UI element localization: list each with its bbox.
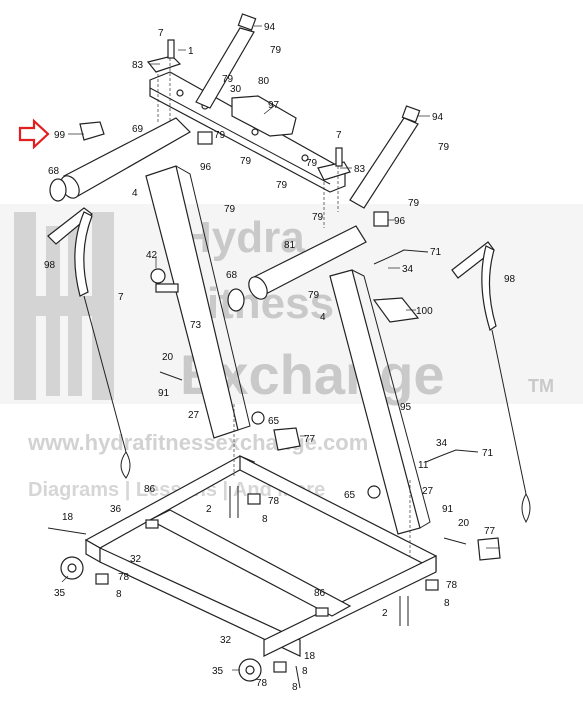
end-cap-68-right xyxy=(227,288,245,312)
watermark-tm: TM xyxy=(528,376,554,396)
callout-label: 77 xyxy=(304,434,316,445)
callout-label: 11 xyxy=(418,460,429,471)
callout-label: 79 xyxy=(276,180,288,191)
callout-labels: 94 79 7 1 83 79 80 30 97 99 69 79 96 79 … xyxy=(44,22,516,693)
callout-label: 32 xyxy=(220,635,232,646)
callout-label: 78 xyxy=(118,572,130,583)
callout-label: 35 xyxy=(212,666,224,677)
callout-label: 94 xyxy=(432,112,444,123)
callout-label: 78 xyxy=(256,678,268,689)
callout-label: 7 xyxy=(158,28,164,39)
callout-label: 8 xyxy=(302,666,308,677)
callout-label: 79 xyxy=(308,290,320,301)
callout-label: 8 xyxy=(262,514,268,525)
right-handle-98 xyxy=(451,241,531,524)
callout-label: 65 xyxy=(344,490,356,501)
callout-label: 78 xyxy=(268,496,280,507)
callout-label: 83 xyxy=(132,60,144,71)
base-frame xyxy=(84,455,437,657)
callout-label: 4 xyxy=(320,312,326,323)
watermark: Hydra Fitness Exchange TM www.hydrafitne… xyxy=(0,204,583,501)
leader-lines xyxy=(61,25,500,671)
callout-label: 78 xyxy=(446,580,458,591)
callout-label: 98 xyxy=(44,260,56,271)
callout-label: 2 xyxy=(206,504,212,515)
callout-label: 100 xyxy=(416,306,433,317)
watermark-url: www.hydrafitnessexchange.com xyxy=(27,430,368,455)
callout-label: 99 xyxy=(54,130,66,141)
callout-label: 32 xyxy=(130,554,142,565)
callout-label: 95 xyxy=(400,402,412,413)
watermark-line1: Hydra xyxy=(180,213,305,262)
callout-label: 27 xyxy=(188,410,200,421)
callout-label: 1 xyxy=(188,46,194,57)
callout-label: 79 xyxy=(240,156,252,167)
callout-label: 35 xyxy=(54,588,66,599)
callout-label: 96 xyxy=(394,216,406,227)
callout-label: 69 xyxy=(132,124,144,135)
callout-label: 81 xyxy=(284,240,296,251)
callout-label: 20 xyxy=(458,518,470,529)
right-arm-cap xyxy=(401,105,421,123)
callout-label: 96 xyxy=(200,162,212,173)
callout-label: 34 xyxy=(402,264,414,275)
callout-label: 34 xyxy=(436,438,448,449)
callout-label: 79 xyxy=(214,130,226,141)
callout-label: 30 xyxy=(230,84,242,95)
left-arm-cap xyxy=(237,13,257,31)
callout-label: 18 xyxy=(62,512,74,523)
callout-label: 68 xyxy=(48,166,60,177)
callout-label: 91 xyxy=(158,388,170,399)
left-handle-98 xyxy=(47,207,131,479)
callout-label: 27 xyxy=(422,486,434,497)
callout-label: 18 xyxy=(304,651,316,662)
callout-label: 71 xyxy=(482,448,494,459)
callout-label: 79 xyxy=(270,45,282,56)
callout-label: 79 xyxy=(222,74,234,85)
callout-label: 73 xyxy=(190,320,202,331)
callout-label: 8 xyxy=(292,682,298,693)
callout-label: 79 xyxy=(408,198,420,209)
right-upright-arm xyxy=(349,117,419,209)
callout-label: 98 xyxy=(504,274,516,285)
callout-label: 71 xyxy=(430,247,442,258)
callout-label: 83 xyxy=(354,164,366,175)
callout-label: 86 xyxy=(314,588,326,599)
callout-label: 80 xyxy=(258,76,270,87)
callout-label: 8 xyxy=(444,598,450,609)
callout-label: 42 xyxy=(146,250,158,261)
callout-label: 68 xyxy=(226,270,238,281)
callout-label: 79 xyxy=(312,212,324,223)
end-cap-68-left xyxy=(49,178,67,202)
callout-label: 97 xyxy=(268,100,280,111)
callout-label: 77 xyxy=(484,526,496,537)
callout-label: 91 xyxy=(442,504,454,515)
callout-label: 4 xyxy=(132,188,138,199)
callout-label: 79 xyxy=(306,158,318,169)
hardware xyxy=(47,39,501,689)
callout-label: 79 xyxy=(224,204,236,215)
watermark-h-logo xyxy=(14,212,114,400)
callout-label: 7 xyxy=(336,130,342,141)
callout-label: 94 xyxy=(264,22,276,33)
callout-label: 86 xyxy=(144,484,156,495)
callout-label: 20 xyxy=(162,352,174,363)
left-upright-arm xyxy=(195,27,255,109)
callout-label: 7 xyxy=(118,292,124,303)
assembly-lines xyxy=(157,58,411,556)
callout-label: 65 xyxy=(268,416,280,427)
highlight-arrow-icon xyxy=(18,118,50,150)
callout-label: 79 xyxy=(438,142,450,153)
callout-label: 8 xyxy=(116,589,122,600)
callout-label: 2 xyxy=(382,608,388,619)
callout-label: 36 xyxy=(110,504,122,515)
